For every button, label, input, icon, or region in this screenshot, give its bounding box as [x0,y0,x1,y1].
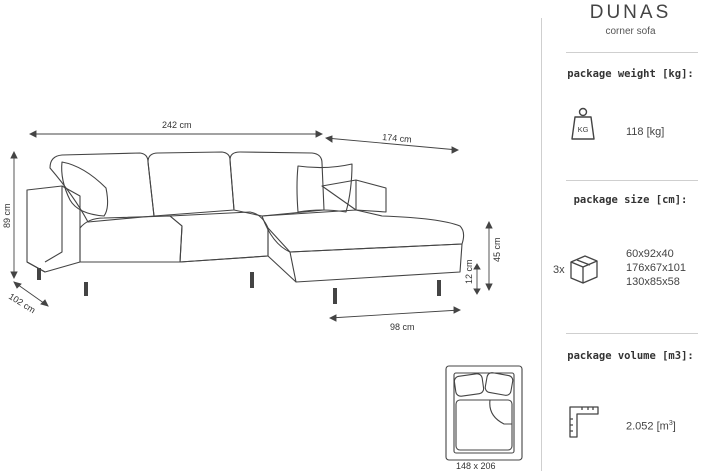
panel-separator [541,18,542,471]
package-size-2: 176x67x101 [626,262,686,274]
right-armrest [321,179,387,213]
box-icon [570,255,598,284]
dim-chaise-length: 174 cm [382,132,412,145]
dim-bed-size: 148 x 206 [456,461,496,471]
ruler-icon [569,406,599,438]
product-title: DUNAS [589,2,672,23]
dim-width: 242 cm [162,120,192,130]
chaise-front [267,227,463,283]
seat-cushion-left [79,215,183,263]
back-cushion-middle [147,151,235,217]
weight-icon: KG [571,107,595,140]
sofa-drawing: 242 cm 174 cm 89 cm 102 cm 98 cm 45 cm 1… [2,120,523,471]
package-volume-heading: package volume [m3]: [567,350,694,362]
volume-unit-close: ] [672,420,676,433]
divider [566,333,698,334]
dim-height: 89 cm [2,203,12,228]
back-cushion-left [49,152,155,223]
back-cushion-right [229,151,325,217]
dim-chaise-width: 98 cm [390,322,415,332]
seat-cushion-middle [169,211,269,263]
pillow-left [61,161,109,217]
package-volume-value: 2.052 [m3] [626,420,676,433]
weight-icon-label: KG [578,125,589,134]
leg [84,282,88,296]
leg [37,268,41,280]
leg [333,288,337,304]
dim-leg-height: 12 cm [464,259,474,284]
chaise-top [261,209,465,253]
left-armrest [26,185,81,273]
package-size-list: 60x92x40 176x67x101 130x85x58 [626,247,686,289]
volume-number: 2.052 [m [626,420,669,433]
package-size-3: 130x85x58 [626,276,680,288]
package-weight-heading: package weight [kg]: [567,68,694,80]
package-size-heading: package size [cm]: [573,194,688,206]
product-subtitle: corner sofa [605,26,656,37]
pillow-right [296,163,353,213]
divider [566,180,698,181]
bed-layout [445,365,523,461]
package-multiplier: 3x [553,264,565,276]
leg [437,280,441,296]
divider [566,52,698,53]
package-weight-value: 118 [kg] [626,126,665,138]
volume-unit-sup: 3 [668,420,673,427]
leg [250,272,254,288]
package-size-1: 60x92x40 [626,248,674,260]
dim-seat-height: 45 cm [492,237,502,262]
